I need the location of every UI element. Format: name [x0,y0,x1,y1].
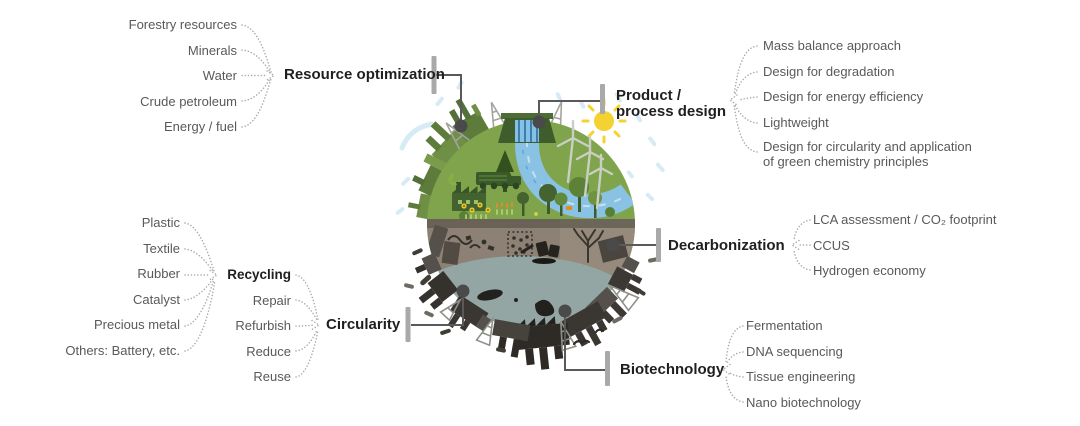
connector-product-process-design [538,100,600,116]
eco-industrial-planet-icon [404,98,658,370]
decarbonization-items: LCA assessment / CO₂ footprint CCUS Hydr… [813,207,997,284]
list-item: Rubber [137,266,180,282]
list-item: Reduce [246,343,291,359]
connector-biotechnology [564,317,605,371]
list-item: Nano biotechnology [746,394,861,410]
label-line: Product / [616,87,682,104]
dead-tree-icon [573,228,604,263]
recycling-label: Recycling [227,267,291,283]
nature-details [448,139,635,221]
list-item: Textile [143,240,180,256]
truck-icon [476,172,521,190]
fan-recycling [184,222,219,352]
list-item: Forestry resources [128,17,237,33]
connector-circularity [411,296,464,326]
fan-product-process-design [728,45,758,153]
list-item: Precious metal [94,317,180,333]
eco-factory-icon [448,173,486,211]
resource-optimization-items: Forestry resources Minerals Water Crude … [129,12,237,140]
fan-resource-optimization [241,24,276,128]
list-item: Design for energy efficiency [763,89,924,105]
circularity-items: Recycling Repair Refurbish Reduce Reuse [227,262,291,390]
fan-decarbonization [790,219,811,271]
list-item: Reuse [253,369,291,385]
oil-spill-icon [520,241,560,264]
connector-dots [454,115,620,318]
list-item: Design for degradation [763,63,895,79]
industrial-rim-structures [414,252,643,370]
biotechnology-items: Fermentation DNA sequencing Tissue engin… [746,313,861,415]
list-item: Crude petroleum [140,93,237,109]
dam-icon [498,113,556,143]
flower-field [461,202,572,220]
circularity-label: Circularity [326,316,401,333]
product-process-design-label: Product / process design [616,88,726,119]
list-item: Plastic [141,215,180,231]
list-item: Hydrogen economy [813,263,926,279]
recycling-items: Plastic Textile Rubber Catalyst Precious… [65,210,180,363]
list-item: Design for circularity and application o… [763,139,972,169]
green-rim-structures [407,98,612,223]
list-item: Tissue engineering [746,369,856,385]
wind-turbine-icons [556,119,614,210]
biotechnology-label: Biotechnology [620,361,725,378]
list-item: LCA assessment / CO₂ footprint [813,212,997,228]
list-item: Energy / fuel [164,119,237,135]
list-item: CCUS [813,237,850,253]
decarbonization-label: Decarbonization [668,237,785,254]
list-item: Minerals [187,42,237,58]
list-item: Fermentation [746,318,823,334]
list-item: Repair [252,292,291,308]
list-item: Catalyst [133,291,180,307]
debris-marks [404,248,658,353]
list-item: Lightweight [763,114,829,130]
list-item: Others: Battery, etc. [65,342,180,358]
product-process-design-items: Mass balance approach Design for degrada… [763,33,977,169]
pollution-details [427,219,635,328]
label-line: process design [616,102,727,120]
fan-circularity [295,274,321,378]
resource-optimization-label: Resource optimization [284,66,445,83]
fan-biotechnology [721,325,744,403]
globe-base [427,120,635,328]
list-item: Water [202,68,237,84]
list-item: Mass balance approach [763,38,902,54]
list-item: Refurbish [235,318,291,334]
list-item: DNA sequencing [746,343,843,359]
